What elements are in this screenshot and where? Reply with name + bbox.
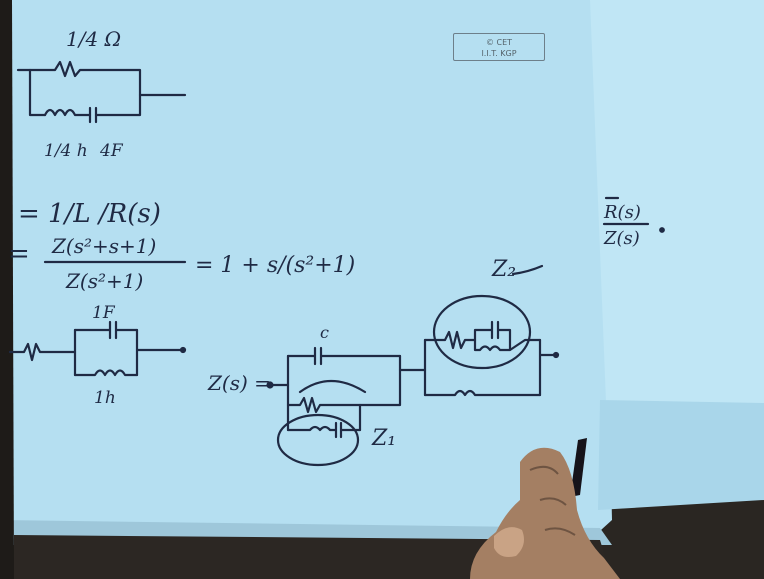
inductor-value-label: 1/4 h (44, 141, 88, 161)
inductor-1h-label: 1h (94, 388, 116, 408)
paper-fold (598, 400, 764, 510)
left-dark-edge (0, 0, 14, 579)
desk-bottom (14, 535, 612, 579)
paper-sheet-right (590, 0, 764, 405)
equation-2-denominator: Z(s²+1) (65, 269, 143, 293)
cap-c-label: c (320, 323, 329, 342)
pen-icon (570, 438, 587, 497)
equation-2-equals: = (8, 239, 30, 269)
equation-2-numerator: Z(s²+s+1) (51, 234, 156, 258)
capacitor-value-label: 4F (99, 141, 124, 161)
institution-stamp: © CET I.I.T. KGP (453, 33, 545, 61)
ratio-numerator: R(s) (603, 202, 641, 223)
equation-1: = 1/L /R(s) (18, 199, 161, 229)
zs-label: Z(s) = (207, 371, 271, 395)
z2-label: Z₂ (491, 257, 516, 282)
z1-label: Z₁ (371, 426, 396, 451)
stamp-line1: © CET (485, 38, 513, 47)
ratio-expression: R(s) Z(s) (602, 196, 665, 249)
equation-2-rhs: = 1 + s/(s²+1) (195, 253, 355, 278)
circuit-z-network: c (270, 294, 560, 467)
circuit-left-parallel (8, 320, 187, 377)
stamp-line2: I.I.T. KGP (481, 49, 517, 58)
equation-2: = Z(s²+s+1) Z(s²+1) = 1 + s/(s²+1) (8, 234, 355, 293)
top-resistor-label: 1/4 Ω (66, 27, 121, 51)
ratio-denominator: Z(s) (603, 228, 640, 249)
capacitor-1f-label: 1F (92, 303, 116, 323)
paper-sheet-main (0, 0, 612, 540)
circuit-top-left (16, 60, 187, 124)
